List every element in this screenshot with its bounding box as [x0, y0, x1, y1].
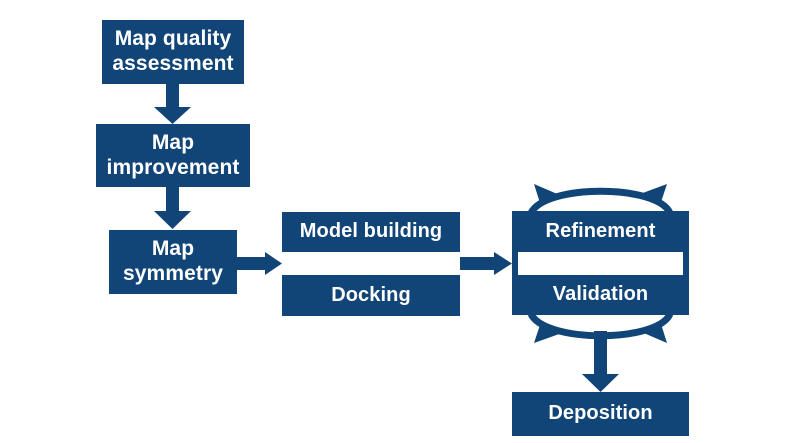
node-model-building[interactable]: Model building — [282, 212, 460, 252]
node-validation-label: Validation — [552, 283, 649, 306]
node-docking-label: Docking — [331, 283, 411, 306]
arc-cycle-bottom — [527, 311, 674, 343]
arrow-map-symmetry-to-model-group — [237, 252, 282, 275]
cycle-bracket-left — [512, 250, 518, 277]
node-map-quality-assessment-label: Map quality assessment — [112, 27, 234, 75]
node-map-improvement[interactable]: Map improvement — [96, 124, 250, 187]
node-deposition-label: Deposition — [548, 402, 653, 425]
node-refinement-label: Refinement — [545, 219, 656, 242]
node-model-building-label: Model building — [299, 220, 443, 243]
arc-cycle-top — [527, 184, 674, 216]
arrow-model-group-to-refinement-group — [460, 252, 512, 275]
arrow-map-quality-to-map-improvement — [154, 84, 191, 124]
arrow-map-improvement-to-map-symmetry — [154, 187, 191, 229]
node-map-symmetry-label: Map symmetry — [122, 237, 224, 285]
node-map-improvement-label: Map improvement — [106, 130, 240, 179]
node-validation[interactable]: Validation — [512, 275, 689, 315]
node-map-symmetry[interactable]: Map symmetry — [109, 230, 237, 294]
node-refinement[interactable]: Refinement — [512, 211, 689, 252]
arrow-cycle-to-deposition — [582, 331, 619, 392]
node-docking[interactable]: Docking — [282, 275, 460, 316]
node-deposition[interactable]: Deposition — [512, 392, 689, 436]
node-map-quality-assessment[interactable]: Map quality assessment — [102, 20, 244, 84]
cycle-bracket-right — [683, 250, 689, 277]
